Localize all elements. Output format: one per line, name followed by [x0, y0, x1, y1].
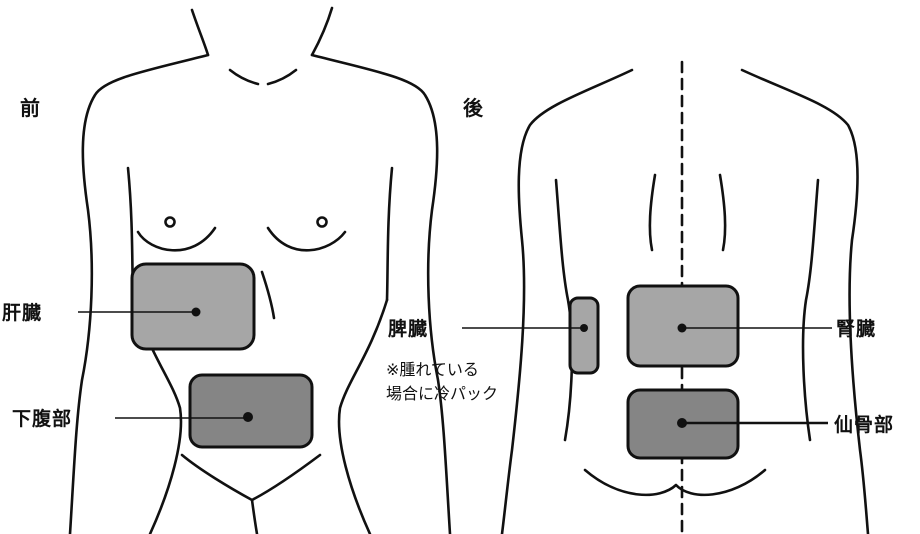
back-packs: [570, 286, 738, 458]
lower-abdomen-label: 下腹部: [12, 404, 72, 431]
spleen-pack: [570, 298, 598, 373]
back-view-label: 後: [463, 92, 484, 121]
sacrum-label: 仙骨部: [834, 410, 894, 437]
kidney-label: 腎臓: [836, 314, 876, 341]
cold-pack-note: ※腫れている 場合に冷パック: [386, 358, 498, 406]
lower-abdomen-pack-point: [243, 412, 253, 422]
lower-abdomen-pack: [190, 375, 312, 447]
front-right-nipple: [318, 218, 327, 227]
spleen-label: 脾臓: [388, 314, 428, 341]
cold-pack-note-line1: ※腫れている: [386, 358, 498, 382]
front-left-nipple: [166, 218, 175, 227]
liver-pack: [132, 264, 254, 349]
cold-pack-note-line2: 場合に冷パック: [386, 382, 498, 406]
liver-label: 肝臓: [2, 298, 42, 325]
front-torso-outline: [70, 8, 450, 534]
front-packs: [132, 264, 312, 447]
front-view-label: 前: [20, 92, 41, 121]
